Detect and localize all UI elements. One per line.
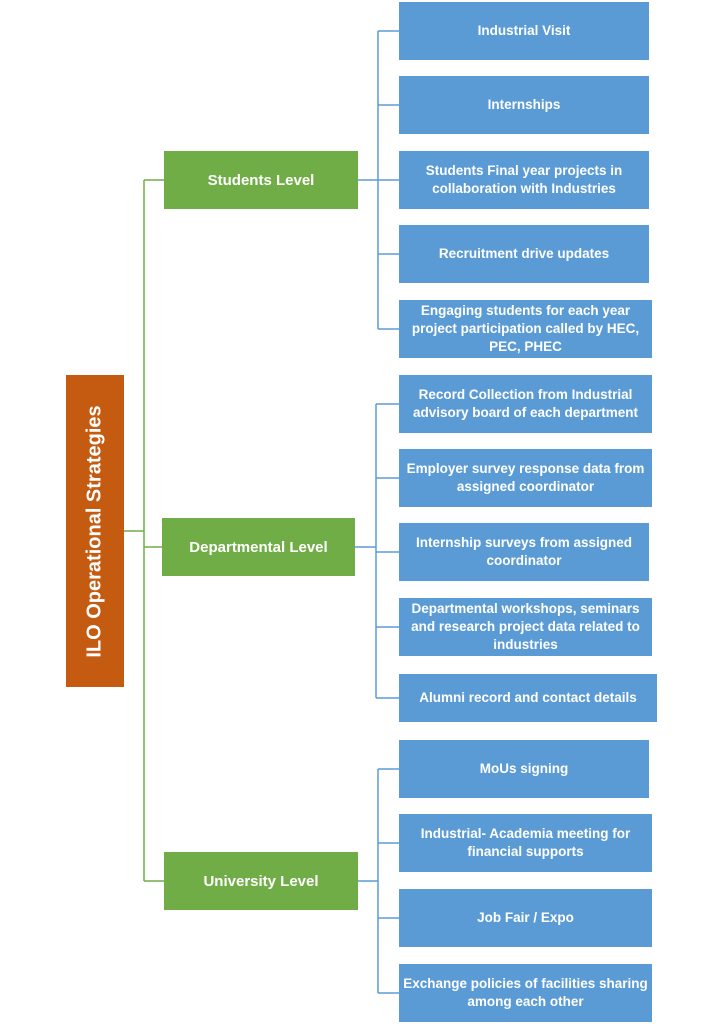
leaf-label: Alumni record and contact details bbox=[419, 690, 637, 705]
leaf-node: Internship surveys from assigned coordin… bbox=[399, 523, 649, 581]
leaf-node: Engaging students for each year project … bbox=[399, 300, 652, 358]
root-connectors bbox=[124, 179, 164, 882]
leaf-node: MoUs signing bbox=[399, 740, 649, 798]
leaf-label: MoUs signing bbox=[479, 761, 569, 776]
students-connectors bbox=[358, 30, 399, 330]
leaf-node: Departmental workshops, seminars and res… bbox=[399, 598, 652, 656]
leaf-label: Internships bbox=[487, 97, 561, 112]
leaf-label: Recruitment drive updates bbox=[438, 246, 610, 261]
leaf-node: Alumni record and contact details bbox=[399, 674, 657, 722]
level-node-departmental: Departmental Level bbox=[162, 518, 355, 576]
leaf-node: Record Collection from Industrial adviso… bbox=[399, 375, 652, 433]
root-node: ILO Operational Strategies bbox=[66, 375, 124, 687]
root-label: ILO Operational Strategies bbox=[83, 404, 106, 658]
leaf-label: Students Final year projects in collabor… bbox=[425, 163, 623, 196]
leaf-node: Industrial Visit bbox=[399, 2, 649, 60]
level-label: Departmental Level bbox=[189, 538, 328, 556]
leaf-node: Industrial- Academia meeting for financi… bbox=[399, 814, 652, 872]
level-node-university: University Level bbox=[164, 852, 358, 910]
leaf-label: Engaging students for each year project … bbox=[411, 303, 640, 354]
university-connectors bbox=[358, 768, 399, 994]
leaf-label: Exchange policies of facilities sharing … bbox=[403, 976, 648, 1009]
leaf-node: Employer survey response data from assig… bbox=[399, 449, 652, 507]
leaf-node: Exchange policies of facilities sharing … bbox=[399, 964, 652, 1022]
level-label: Students Level bbox=[207, 171, 315, 189]
leaf-label: Internship surveys from assigned coordin… bbox=[415, 535, 633, 568]
leaf-node: Internships bbox=[399, 76, 649, 134]
departmental-connectors bbox=[355, 403, 399, 699]
leaf-label: Job Fair / Expo bbox=[477, 910, 574, 925]
leaf-label: Employer survey response data from assig… bbox=[406, 461, 645, 494]
leaf-node: Recruitment drive updates bbox=[399, 225, 649, 283]
leaf-node: Job Fair / Expo bbox=[399, 889, 652, 947]
leaf-node: Students Final year projects in collabor… bbox=[399, 151, 649, 209]
level-node-students: Students Level bbox=[164, 151, 358, 209]
leaf-label: Industrial Visit bbox=[477, 23, 571, 38]
leaf-label: Record Collection from Industrial adviso… bbox=[412, 387, 639, 420]
level-label: University Level bbox=[203, 872, 319, 890]
leaf-label: Departmental workshops, seminars and res… bbox=[411, 601, 640, 652]
leaf-label: Industrial- Academia meeting for financi… bbox=[420, 826, 631, 859]
